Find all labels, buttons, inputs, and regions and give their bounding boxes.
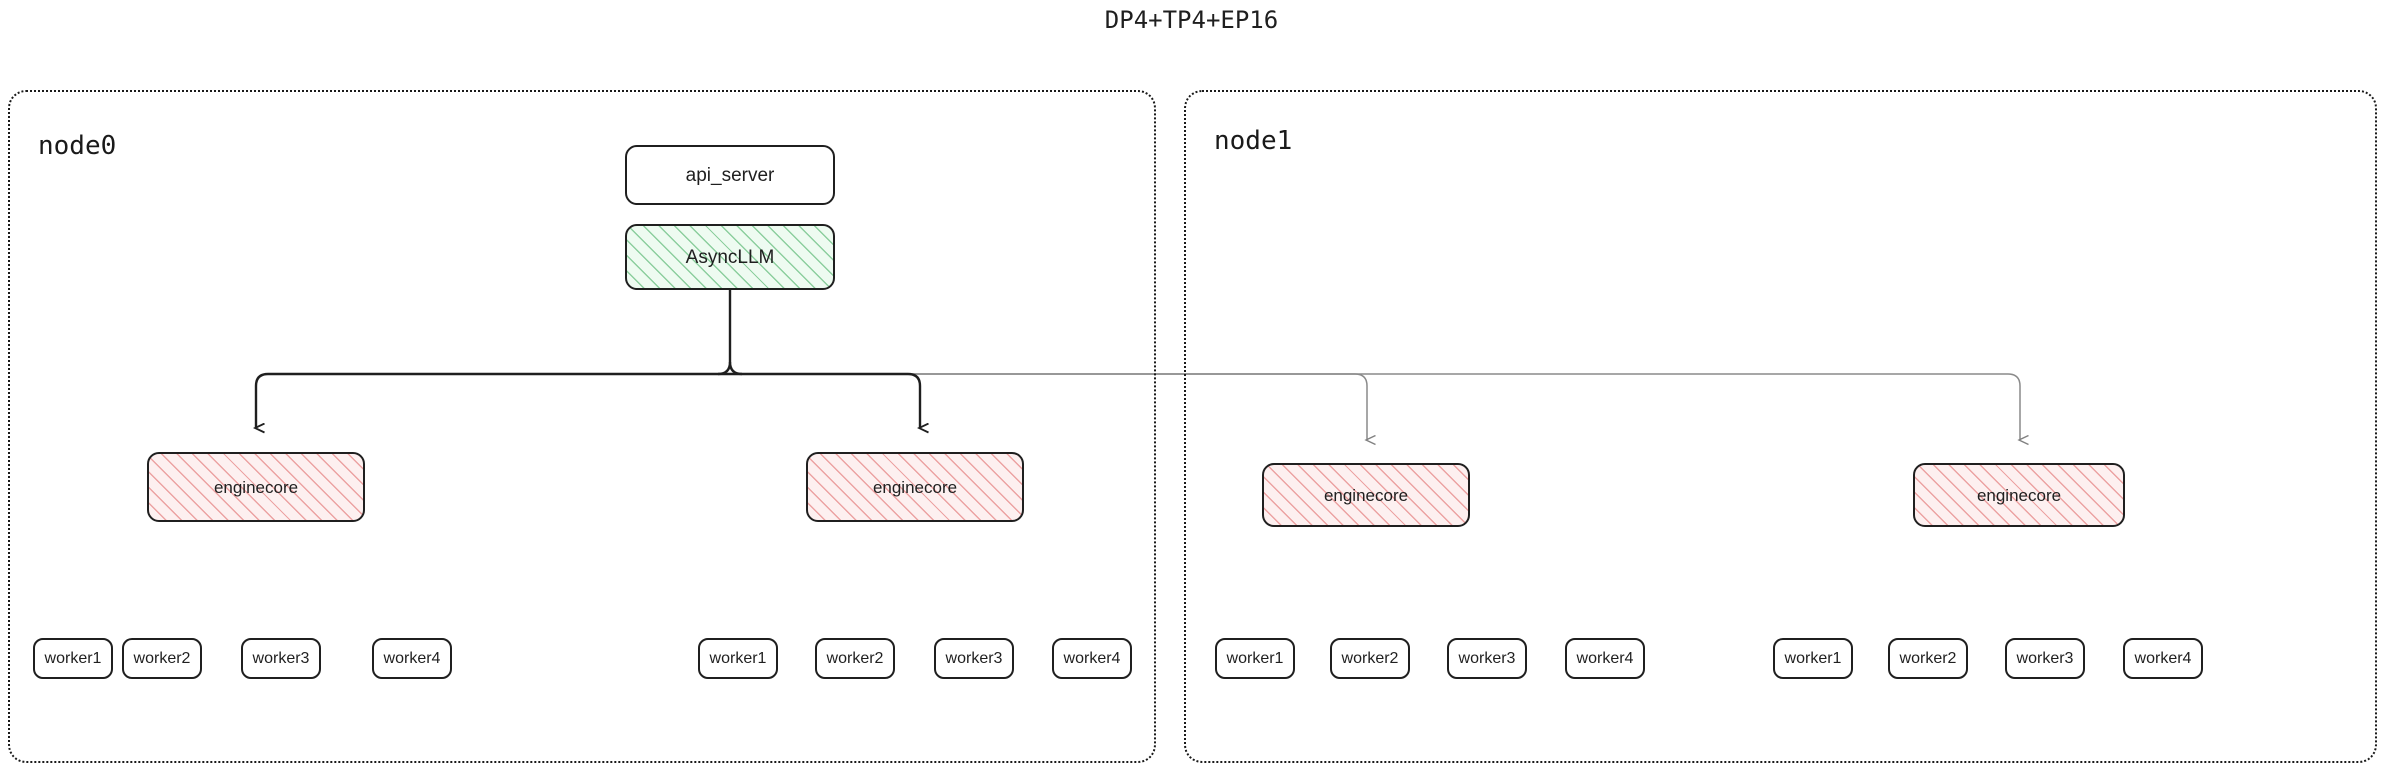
worker-label: worker1 [1226, 649, 1284, 667]
asyncllm-box[interactable]: AsyncLLM [625, 224, 835, 290]
worker-box[interactable]: worker4 [2123, 638, 2203, 679]
worker-label: worker4 [2134, 649, 2192, 667]
worker-box[interactable]: worker1 [1215, 638, 1295, 679]
enginecore-box-node0-0[interactable]: enginecore [147, 452, 365, 522]
api-server-label: api_server [685, 164, 775, 186]
edge-asyncllm-to-node1-enginecore-1 [730, 373, 2020, 440]
worker-box[interactable]: worker2 [1330, 638, 1410, 679]
worker-label: worker3 [1458, 649, 1516, 667]
worker-box[interactable]: worker2 [815, 638, 895, 679]
api-server-box[interactable]: api_server [625, 145, 835, 205]
node-container-node1 [1184, 90, 2377, 763]
worker-label: worker4 [383, 649, 441, 667]
worker-label: worker1 [44, 649, 102, 667]
worker-box[interactable]: worker4 [372, 638, 452, 679]
worker-box[interactable]: worker1 [1773, 638, 1853, 679]
worker-label: worker1 [709, 649, 767, 667]
node-label-node1: node1 [1214, 126, 1293, 156]
worker-box[interactable]: worker2 [1888, 638, 1968, 679]
worker-box[interactable]: worker1 [698, 638, 778, 679]
worker-label: worker1 [1784, 649, 1842, 667]
worker-box[interactable]: worker3 [2005, 638, 2085, 679]
enginecore-box-node1-1[interactable]: enginecore [1913, 463, 2125, 527]
worker-label: worker3 [252, 649, 310, 667]
enginecore-label: enginecore [1976, 485, 2062, 505]
edge-asyncllm-to-node0-enginecore-0 [256, 372, 730, 428]
page-title: DP4+TP4+EP16 [1104, 6, 1279, 34]
asyncllm-label: AsyncLLM [685, 246, 775, 268]
worker-label: worker2 [1341, 649, 1399, 667]
worker-box[interactable]: worker2 [122, 638, 202, 679]
worker-box[interactable]: worker3 [934, 638, 1014, 679]
worker-box[interactable]: worker4 [1565, 638, 1645, 679]
worker-label: worker2 [1899, 649, 1957, 667]
worker-label: worker3 [2016, 649, 2074, 667]
worker-box[interactable]: worker3 [241, 638, 321, 679]
worker-label: worker4 [1063, 649, 1121, 667]
worker-label: worker3 [945, 649, 1003, 667]
edge-asyncllm-to-node0-enginecore-1 [730, 372, 920, 428]
node-container-node0 [8, 90, 1156, 763]
worker-box[interactable]: worker4 [1052, 638, 1132, 679]
enginecore-label: enginecore [1323, 485, 1409, 505]
worker-label: worker2 [133, 649, 191, 667]
node-label-node0: node0 [38, 131, 117, 161]
worker-label: worker2 [826, 649, 884, 667]
enginecore-label: enginecore [872, 477, 958, 497]
enginecore-box-node0-1[interactable]: enginecore [806, 452, 1024, 522]
worker-label: worker4 [1576, 649, 1634, 667]
enginecore-box-node1-0[interactable]: enginecore [1262, 463, 1470, 527]
worker-box[interactable]: worker3 [1447, 638, 1527, 679]
enginecore-label: enginecore [213, 477, 299, 497]
worker-box[interactable]: worker1 [33, 638, 113, 679]
